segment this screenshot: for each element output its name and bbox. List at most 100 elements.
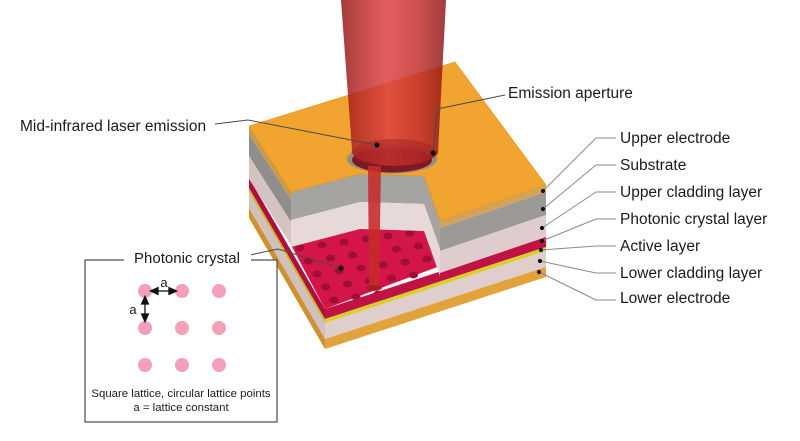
- lattice-hole: [408, 271, 419, 279]
- leader-lower-electrode: [538, 271, 616, 301]
- label-emission-aperture: Emission aperture: [508, 85, 633, 102]
- photonic-crystal-inset: Photonic crystal a a Square lattice, cir…: [84, 250, 278, 423]
- leader-dot-mid-infrared: [374, 142, 380, 148]
- label-upper-electrode: Upper electrode: [620, 130, 730, 147]
- lattice-hole: [386, 274, 397, 282]
- lattice-hole: [405, 229, 415, 237]
- lower-electrode-left-face: [249, 208, 325, 349]
- lattice-point: [138, 284, 152, 298]
- arrow-vertical-head-bottom: [140, 313, 150, 324]
- label-substrate: Substrate: [620, 157, 686, 174]
- lattice-point: [212, 321, 226, 335]
- lattice-point: [175, 321, 189, 335]
- lattice-constant-a-vertical: a: [129, 302, 137, 317]
- lattice-hole: [325, 254, 336, 262]
- leader-dot-active-layer: [538, 247, 544, 253]
- cutaway-walls: [291, 174, 440, 276]
- leader-lower-cladding: [539, 260, 616, 274]
- arrow-vertical-head-top: [140, 294, 150, 305]
- leader-active-layer: [540, 245, 616, 251]
- cut-wall-substrate: [291, 174, 440, 249]
- lattice-hole: [347, 251, 358, 259]
- lower-electrode-right-face: [325, 267, 546, 349]
- leader-dot-lower-cladding: [537, 258, 543, 264]
- lattice-hole: [391, 245, 402, 253]
- upper-cladding-left-face: [249, 156, 291, 245]
- annotation-labels: Mid-infrared laser emission Emission ape…: [20, 85, 767, 307]
- lattice-hole: [413, 242, 424, 250]
- label-photonic-crystal-layer: Photonic crystal layer: [620, 211, 767, 228]
- lattice-point: [212, 284, 226, 298]
- lattice-constant-arrows: [140, 286, 179, 324]
- leader-emission-aperture: [432, 94, 506, 152]
- lattice-point: [212, 358, 226, 372]
- label-active-layer: Active layer: [620, 238, 700, 255]
- photonic-crystal-left-face: [249, 178, 325, 319]
- lattice-hole: [320, 283, 331, 291]
- lattice-hole: [329, 296, 339, 304]
- lattice-hole: [383, 232, 393, 240]
- substrate-left-face: [249, 134, 291, 222]
- label-lower-cladding: Lower cladding layer: [620, 265, 762, 282]
- lattice-point: [138, 321, 152, 335]
- lower-stack-left-face: [249, 178, 325, 349]
- active-layer-right-face: [325, 247, 546, 323]
- lattice-point: [175, 284, 189, 298]
- leader-photonic-crystal-layer: [541, 218, 616, 242]
- laser-beam: [341, 0, 446, 166]
- beam-column: [368, 166, 381, 287]
- leader-dot-upper-electrode: [540, 188, 546, 194]
- arrow-horizontal-head-left: [148, 286, 159, 296]
- leader-dot-lower-electrode: [536, 269, 542, 275]
- internal-beam-column: [366, 166, 382, 291]
- lattice-hole: [339, 238, 349, 246]
- leader-dot-upper-cladding: [539, 225, 545, 231]
- lower-cladding-left-face: [249, 192, 325, 339]
- cut-wall-cladding: [291, 202, 440, 276]
- lattice-hole: [356, 264, 366, 272]
- annotation-leaders: [214, 94, 616, 301]
- inset-caption-line2: a = lattice constant: [133, 402, 229, 414]
- lattice-constant-a-horizontal: a: [160, 275, 168, 290]
- upper-stack-left-face: [249, 126, 291, 245]
- leader-mid-infrared: [214, 119, 378, 146]
- lattice-hole: [378, 261, 388, 269]
- inset-title: Photonic crystal: [134, 250, 240, 267]
- arrow-horizontal-head-right: [168, 286, 179, 296]
- upper-cladding-right-face: [440, 215, 546, 273]
- leader-dot-photonic-crystal: [338, 265, 344, 271]
- leader-dot-substrate: [540, 206, 546, 212]
- leader-upper-electrode: [542, 137, 616, 192]
- lattice-points: [138, 284, 226, 372]
- lattice-point: [175, 358, 189, 372]
- label-mid-infrared: Mid-infrared laser emission: [20, 118, 206, 135]
- leader-photonic-crystal-inset: [249, 248, 342, 269]
- label-lower-electrode: Lower electrode: [620, 290, 730, 307]
- label-upper-cladding: Upper cladding layer: [620, 184, 762, 201]
- lattice-hole: [295, 244, 305, 252]
- lattice-hole: [342, 280, 353, 288]
- photonic-crystal-right-face: [325, 237, 546, 319]
- leader-dot-emission-aperture: [430, 150, 436, 156]
- lower-cladding-right-face: [325, 251, 546, 339]
- upper-electrode-right-rim: [440, 185, 546, 228]
- beam-base-disc: [353, 139, 437, 165]
- lattice-hole: [312, 270, 322, 278]
- inset-title-backdrop: [124, 250, 251, 267]
- active-layer-left-face: [249, 188, 325, 323]
- upper-electrode-left-rim: [249, 126, 291, 200]
- lattice-hole: [422, 255, 432, 263]
- leader-dot-photonic-crystal-layer: [539, 238, 545, 244]
- lower-stack-right-face: [325, 237, 546, 349]
- leader-substrate: [542, 164, 616, 210]
- lattice-point: [138, 358, 152, 372]
- substrate-right-face: [440, 192, 546, 251]
- lattice-hole: [317, 241, 327, 249]
- leader-upper-cladding: [541, 191, 616, 229]
- lattice-hole: [361, 235, 371, 243]
- beam-cylinder: [341, 0, 446, 166]
- beam-spot: [366, 285, 382, 291]
- lattice-hole: [400, 258, 410, 266]
